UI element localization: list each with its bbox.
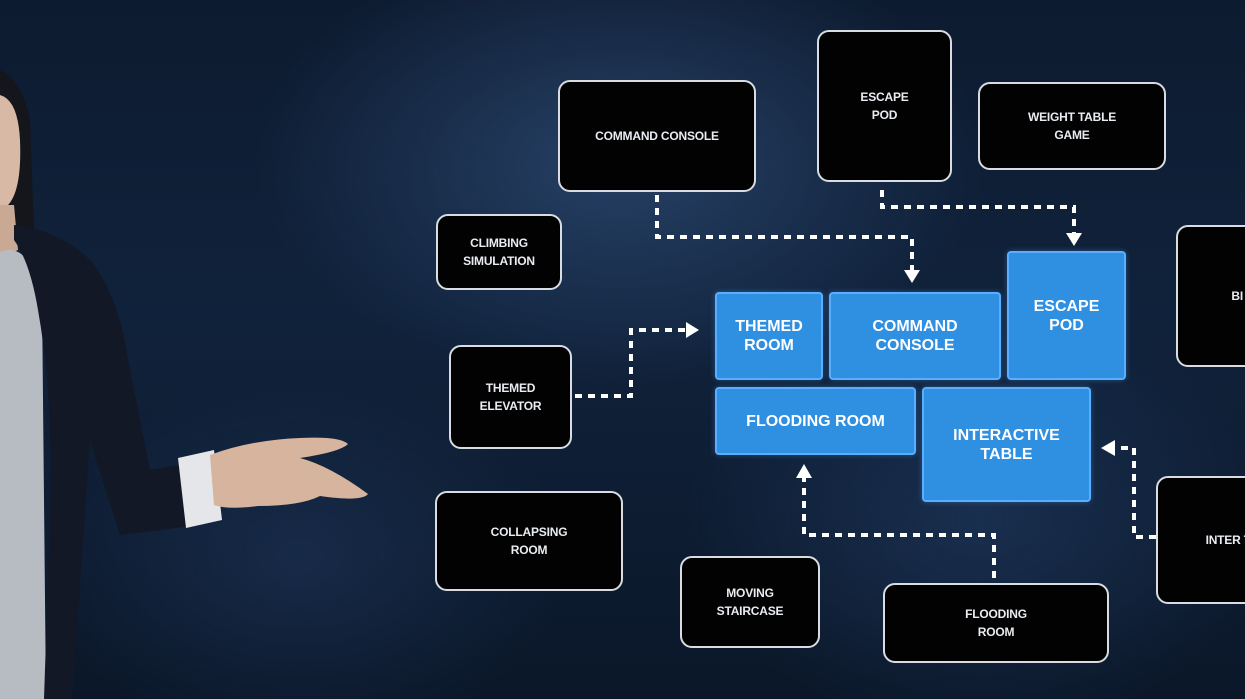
box-label: COMMAND CONSOLE [872, 318, 958, 354]
box-moving-staircase: MOVING STAIRCASE [680, 556, 820, 648]
box-climbing-simulation: CLIMBING SIMULATION [436, 214, 562, 290]
box-label: ESCAPE POD [1033, 297, 1100, 334]
box-escape-pod: ESCAPE POD [817, 30, 952, 182]
box-flooding-room: FLOODING ROOM [883, 583, 1109, 663]
presenter-illustration [0, 70, 368, 699]
connector-themed-elevator [575, 328, 688, 398]
arrowhead [1066, 233, 1082, 246]
connector-interactive-table [1115, 446, 1156, 539]
box-label: FLOODING ROOM [746, 412, 885, 430]
box-label: THEMED ELEVATOR [479, 381, 542, 413]
box-label: WEIGHT TABLE GAME [1027, 110, 1117, 142]
arrowhead [686, 322, 699, 338]
box-themed-elevator: THEMED ELEVATOR [449, 345, 572, 449]
box-command-console-layout: COMMAND CONSOLE [829, 292, 1001, 380]
box-interactive-table-layout: INTERACTIVE TABLE [922, 387, 1091, 502]
box-escape-pod-layout: ESCAPE POD [1007, 251, 1126, 380]
box-flooding-room-layout: FLOODING ROOM [715, 387, 916, 455]
arrowhead [1101, 440, 1115, 456]
box-label: MOVING STAIRCASE [716, 586, 784, 618]
connector-flooding-room [802, 478, 996, 578]
box-right-top-partial: BI B [1176, 225, 1245, 367]
box-label: ESCAPE POD [860, 90, 909, 122]
box-label: BI B [1231, 289, 1245, 303]
box-collapsing-room: COLLAPSING ROOM [435, 491, 623, 591]
box-label: COMMAND CONSOLE [595, 129, 719, 143]
box-themed-room: THEMED ROOM [715, 292, 823, 380]
box-label: COLLAPSING ROOM [490, 525, 568, 557]
box-label: THEMED ROOM [735, 318, 803, 354]
connector-escape-pod [880, 190, 1076, 233]
box-label: INTERACTIVE TABLE [953, 426, 1060, 463]
arrowhead [796, 464, 812, 478]
arrowhead [904, 270, 920, 283]
box-right-bottom-partial: INTER TA [1156, 476, 1245, 604]
box-label: INTER TA [1205, 533, 1245, 547]
box-label: FLOODING ROOM [965, 607, 1027, 639]
box-command-console: COMMAND CONSOLE [558, 80, 756, 192]
box-label: CLIMBING SIMULATION [463, 236, 535, 268]
box-weight-table-game: WEIGHT TABLE GAME [978, 82, 1166, 170]
connector-command-console [655, 195, 914, 270]
